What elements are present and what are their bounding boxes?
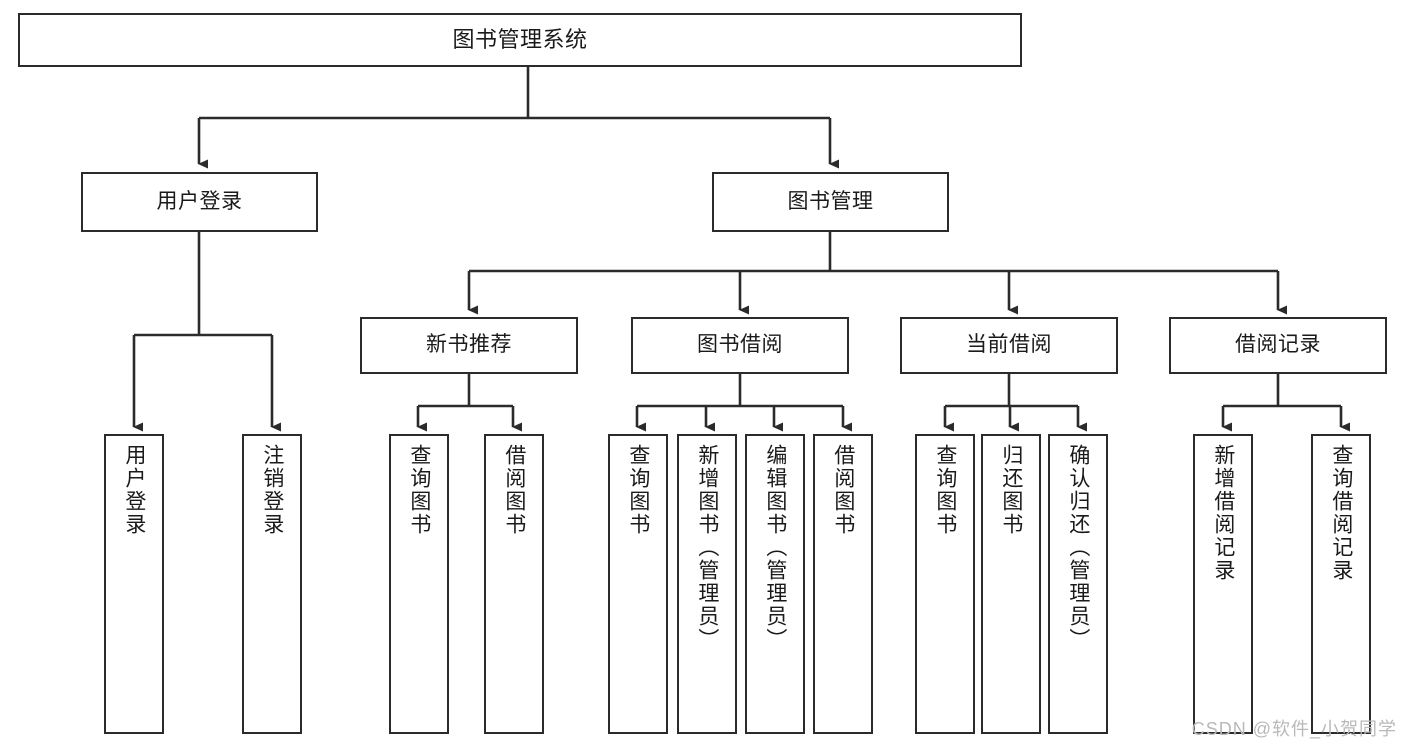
node-leaf-confirm-return-label: 确认归还（管理员）: [1066, 444, 1090, 651]
node-leaf-borrow-book-2-label: 借阅图书: [831, 444, 855, 536]
node-leaf-logout-label: 注销登录: [260, 444, 284, 536]
node-leaf-query-book-1[interactable]: 查询图书: [389, 434, 449, 734]
node-book-manage[interactable]: 图书管理: [712, 172, 949, 232]
node-leaf-borrow-book-1[interactable]: 借阅图书: [484, 434, 544, 734]
node-new-book-recommend-label: 新书推荐: [426, 333, 512, 357]
node-leaf-query-book-3[interactable]: 查询图书: [915, 434, 975, 734]
node-leaf-user-login[interactable]: 用户登录: [104, 434, 164, 734]
node-leaf-query-book-3-label: 查询图书: [933, 444, 957, 536]
node-leaf-user-login-label: 用户登录: [122, 444, 146, 536]
node-leaf-add-record-label: 新增借阅记录: [1211, 444, 1235, 582]
node-current-borrow[interactable]: 当前借阅: [900, 317, 1118, 374]
node-root[interactable]: 图书管理系统: [18, 13, 1022, 67]
node-leaf-query-book-2[interactable]: 查询图书: [608, 434, 668, 734]
node-leaf-confirm-return[interactable]: 确认归还（管理员）: [1048, 434, 1108, 734]
node-leaf-add-book-label: 新增图书（管理员）: [695, 444, 719, 651]
node-leaf-logout[interactable]: 注销登录: [242, 434, 302, 734]
node-book-manage-label: 图书管理: [787, 189, 874, 213]
node-leaf-query-book-2-label: 查询图书: [626, 444, 650, 536]
node-leaf-add-book[interactable]: 新增图书（管理员）: [677, 434, 737, 734]
node-user-login[interactable]: 用户登录: [81, 172, 318, 232]
node-leaf-return-book-label: 归还图书: [999, 444, 1023, 536]
node-book-borrow-label: 图书借阅: [697, 333, 783, 357]
node-leaf-edit-book-label: 编辑图书（管理员）: [763, 444, 787, 651]
node-leaf-query-book-1-label: 查询图书: [407, 444, 431, 536]
node-user-login-label: 用户登录: [156, 189, 243, 213]
node-root-label: 图书管理系统: [452, 27, 588, 53]
node-book-borrow[interactable]: 图书借阅: [631, 317, 849, 374]
node-leaf-edit-book[interactable]: 编辑图书（管理员）: [745, 434, 805, 734]
node-leaf-borrow-book-1-label: 借阅图书: [502, 444, 526, 536]
node-leaf-query-record-label: 查询借阅记录: [1329, 444, 1353, 582]
node-borrow-record-label: 借阅记录: [1235, 333, 1321, 357]
node-leaf-return-book[interactable]: 归还图书: [981, 434, 1041, 734]
node-leaf-query-record[interactable]: 查询借阅记录: [1311, 434, 1371, 734]
node-current-borrow-label: 当前借阅: [966, 333, 1052, 357]
node-borrow-record[interactable]: 借阅记录: [1169, 317, 1387, 374]
node-new-book-recommend[interactable]: 新书推荐: [360, 317, 578, 374]
node-leaf-add-record[interactable]: 新增借阅记录: [1193, 434, 1253, 734]
node-leaf-borrow-book-2[interactable]: 借阅图书: [813, 434, 873, 734]
